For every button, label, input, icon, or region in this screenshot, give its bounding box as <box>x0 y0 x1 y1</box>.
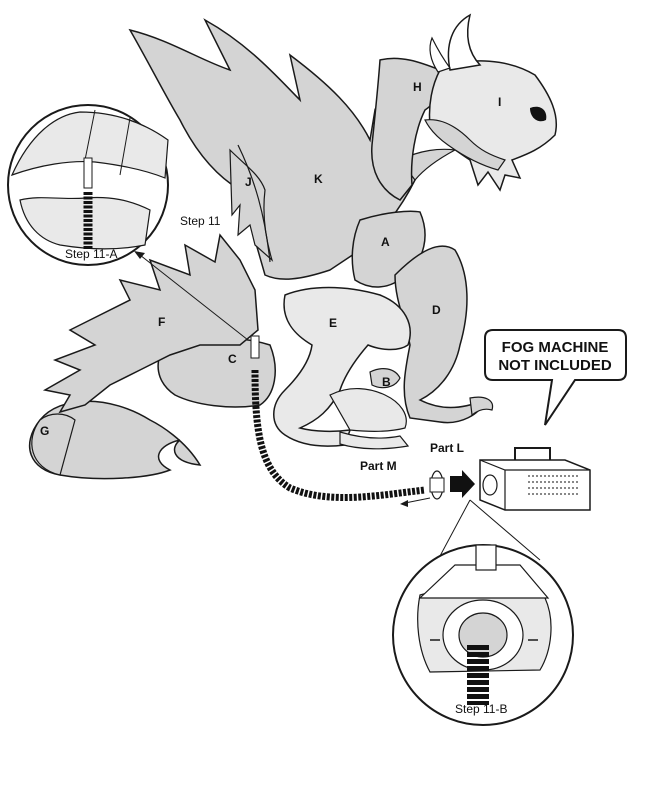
label-j: J <box>245 175 252 189</box>
label-g: G <box>40 424 49 438</box>
hose-connector <box>251 336 259 358</box>
part-m-arrow <box>405 498 430 503</box>
callout-line-2: NOT INCLUDED <box>498 357 611 374</box>
label-step-11a: Step 11-A <box>65 247 117 261</box>
label-a: A <box>381 235 390 249</box>
label-step-11: Step 11 <box>180 214 221 228</box>
label-b: B <box>382 375 391 389</box>
dragon-horn <box>448 15 480 70</box>
step-11a-detail <box>8 105 168 265</box>
front-claw <box>470 397 493 415</box>
label-part-m: Part M <box>360 459 397 473</box>
hind-toes <box>340 432 408 449</box>
insert-arrow-icon <box>450 470 475 498</box>
label-part-l: Part L <box>430 441 464 455</box>
label-d: D <box>432 303 441 317</box>
label-e: E <box>329 316 337 330</box>
label-k: K <box>314 172 323 186</box>
part-m-arrowhead <box>400 500 408 507</box>
step-11b-detail <box>393 545 573 725</box>
label-i: I <box>498 95 501 109</box>
hind-foot <box>330 389 406 432</box>
label-h: H <box>413 80 422 94</box>
fog-machine <box>480 448 590 510</box>
label-step-11b: Step 11-B <box>455 702 507 716</box>
callout-line-1: FOG MACHINE <box>502 339 609 356</box>
label-c: C <box>228 352 237 366</box>
part-l-adapter <box>430 471 444 499</box>
label-f: F <box>158 315 165 329</box>
